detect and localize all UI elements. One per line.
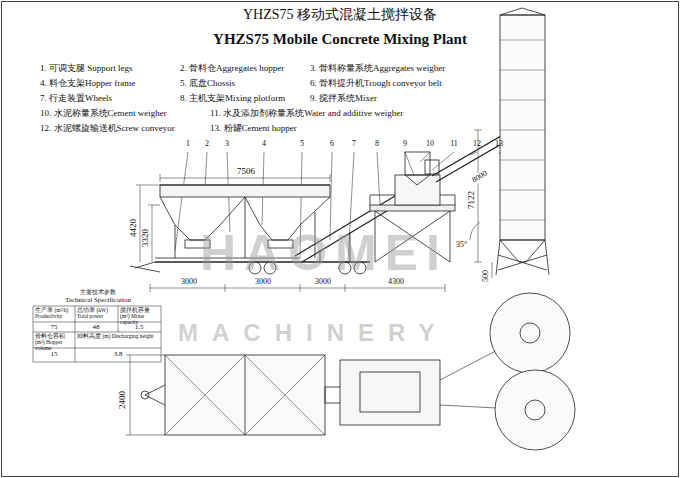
table-cell: 15 [51, 351, 58, 359]
drawing-title: YHZS75 移动式混凝土搅拌设备 [243, 7, 437, 22]
table-cell: 48 [93, 324, 100, 332]
table-cell: 75 [51, 324, 58, 332]
part-legend: 7. 行走装置Wheels [40, 94, 112, 104]
table-cell: 生产率 (m³/h) Productivity [35, 307, 73, 319]
callout-number: 1 [186, 140, 190, 149]
table-cell: 总功率 (kW) Total power [77, 307, 116, 319]
callout-number: 10 [426, 140, 434, 149]
dimension: 8000 [470, 169, 490, 186]
watermark: HAOMEI [200, 226, 448, 281]
callout-number: 9 [403, 140, 407, 149]
callout-number: 7 [352, 140, 356, 149]
callout-number: 4 [262, 140, 266, 149]
dimension: 3320 [141, 228, 151, 248]
part-legend: 10. 水泥称量系统Cement weigher [40, 109, 167, 119]
dimension: 7506 [236, 167, 256, 177]
part-legend: 6. 骨料提升机Trough conveyor belt [310, 79, 442, 89]
callout-number: 8 [375, 140, 379, 149]
table-cell: 1.5 [135, 324, 144, 332]
callout-number: 6 [330, 140, 334, 149]
part-legend: 4. 料仓支架Hopper frame [40, 79, 135, 89]
dimension: 3000 [180, 278, 198, 287]
dimension: 35° [455, 241, 468, 250]
callout-number: 5 [300, 140, 304, 149]
part-legend: 5. 底盘Chossis [180, 79, 235, 89]
dimension: 7122 [467, 190, 477, 210]
part-legend: 11. 水及添加剂称量系统Water and additive weigher [210, 109, 403, 119]
table-cell: 卸料高度 (m) Discharging height [77, 333, 157, 339]
part-legend: 12. 水泥螺旋输送机Screw conveyor [40, 124, 175, 134]
callout-number: 13 [495, 140, 503, 149]
table-cell: 搅拌机容量 (m³) Mixer capacity [120, 307, 159, 325]
part-legend: 8. 主机支架Mixing plotform [180, 94, 285, 104]
dimension: 2400 [118, 390, 128, 410]
table-cell: Technical Specification [64, 297, 132, 305]
dimension: 500 [482, 269, 491, 283]
callout-number: 2 [205, 140, 209, 149]
part-legend: 3. 骨料称量系统Aggregates weigher [310, 64, 445, 74]
drawing-subtitle: YHZS75 Mobile Concrete Mixing Plant [213, 31, 467, 48]
callout-number: 3 [225, 140, 229, 149]
part-legend: 13. 粉罐Cement hopper [210, 124, 297, 134]
callout-number: 11 [450, 140, 458, 149]
part-legend: 9. 搅拌系统Mixer [310, 94, 377, 104]
table-cell: 主要技术参数 [79, 289, 117, 296]
dimension: 4420 [129, 218, 139, 238]
table-cell: 骨料仓容积 (m³) Hopper volume [35, 333, 73, 351]
table-cell: 3.8 [114, 351, 123, 359]
callout-number: 12 [473, 140, 481, 149]
part-legend: 1. 可调支腿 Support legs [40, 64, 133, 74]
watermark: MACHINERY [178, 320, 448, 346]
part-legend: 2. 骨料仓Aggregates hopper [180, 64, 284, 74]
